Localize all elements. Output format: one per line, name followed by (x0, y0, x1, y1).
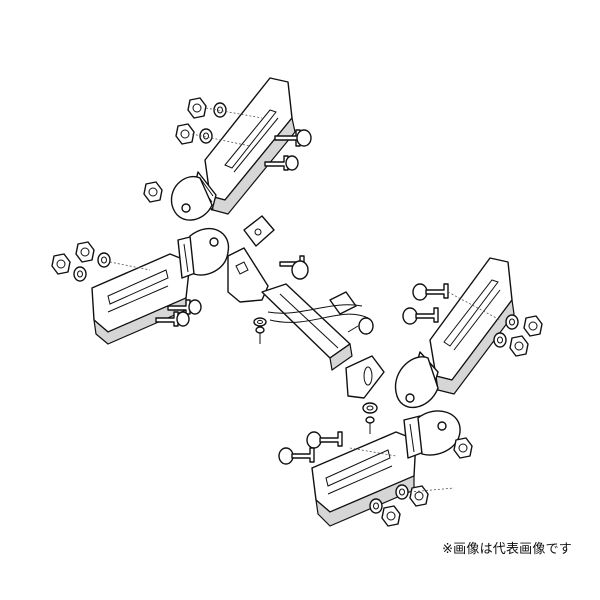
bracket-bottom (278, 410, 473, 527)
bolt-icon (278, 447, 315, 465)
bolt-icon (155, 311, 190, 327)
washer-icon (199, 128, 213, 144)
washer-icon (97, 252, 111, 268)
nut-icon (409, 485, 429, 507)
screw-icon (365, 416, 375, 434)
screw-icon (255, 326, 265, 344)
caption-representative-image: ※画像は代表画像です (442, 542, 572, 557)
bracket-right (394, 257, 543, 409)
nut-icon (187, 97, 207, 119)
washer-icon (253, 317, 267, 327)
washer-icon (73, 266, 87, 282)
bracket-top-left (143, 77, 312, 221)
bolt-icon (412, 283, 449, 301)
nut-icon (523, 315, 543, 337)
bolt-icon (347, 317, 374, 335)
bolt-icon (402, 307, 439, 325)
nut-icon (75, 241, 95, 263)
nut-icon (509, 335, 529, 357)
bolt-icon (279, 255, 309, 280)
bolt-icon (167, 299, 202, 315)
nut-icon (175, 123, 195, 145)
bolt-icon (306, 431, 343, 449)
nut-icon (453, 437, 473, 459)
bolt-icon (274, 129, 312, 147)
washer-icon (505, 314, 519, 330)
washer-icon (395, 484, 409, 500)
nut-icon (51, 253, 71, 275)
washer-icon (213, 102, 227, 118)
nut-icon (381, 505, 401, 527)
bracket-left (51, 227, 230, 345)
washer-icon (362, 402, 378, 414)
nut-icon (143, 181, 163, 203)
center-support (227, 215, 385, 434)
washer-icon (493, 332, 507, 348)
bolt-icon (264, 155, 299, 171)
washer-icon (369, 498, 383, 514)
